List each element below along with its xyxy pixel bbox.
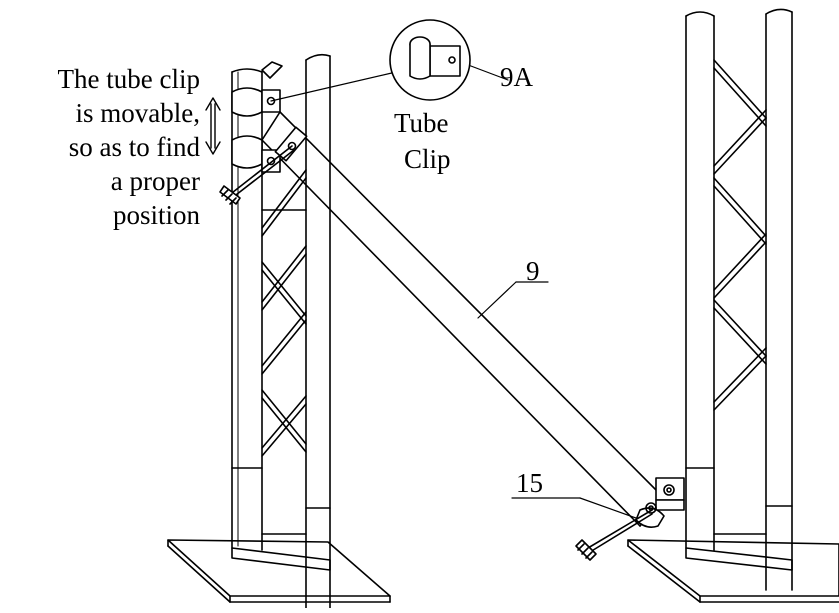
part-label-9a: 9A (500, 62, 534, 92)
part-label-9: 9 (526, 256, 540, 286)
note-line-5: position (112, 200, 200, 230)
diagonal-brace (261, 111, 665, 527)
right-base-plate (627, 539, 839, 603)
callout-title-line2: Clip (404, 144, 451, 174)
note-line-1: The tube clip (57, 64, 200, 94)
lower-bolt (575, 509, 653, 561)
note-line-3: so as to find (68, 132, 200, 162)
tube-clip-callout (389, 19, 471, 101)
part-label-15: 15 (516, 468, 543, 498)
upper-bolt (219, 145, 295, 205)
note-line-2: is movable, (75, 98, 200, 128)
leader-lines (270, 59, 637, 519)
movable-clip-note: The tube clip is movable, so as to find … (58, 62, 200, 232)
up-down-arrow-icon (205, 97, 221, 155)
note-line-4: a proper (110, 166, 200, 196)
left-base-plate (167, 539, 391, 603)
right-frame (685, 8, 793, 591)
left-frame (231, 53, 331, 613)
upper-tube-clip (231, 61, 308, 173)
callout-title-line1: Tube (394, 108, 449, 138)
